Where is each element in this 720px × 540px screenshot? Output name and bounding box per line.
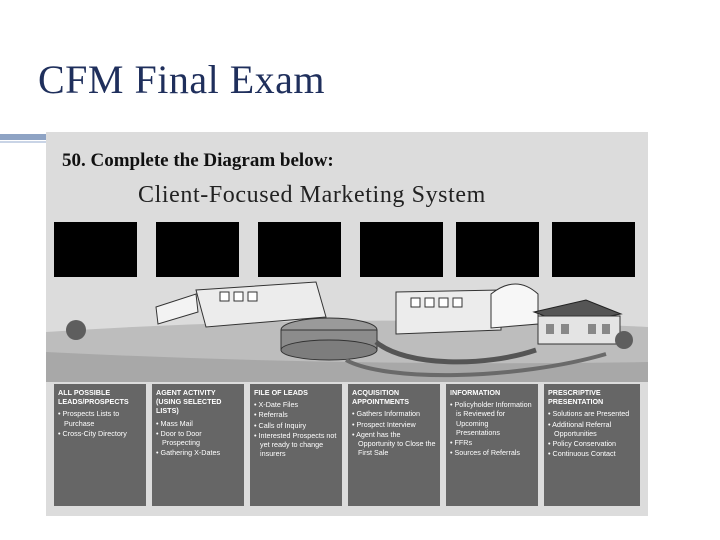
- stage-item: Interested Prospects not yet ready to ch…: [254, 431, 338, 459]
- stage-item: Mass Mail: [156, 419, 240, 428]
- pipe: [374, 340, 537, 365]
- tree: [615, 331, 633, 349]
- silo: [490, 283, 539, 329]
- stage-column: Prescriptive Presentation Solutions are …: [544, 384, 640, 506]
- stage-column: Information Policyholder Information is …: [446, 384, 538, 506]
- tank: [280, 317, 378, 361]
- blank-answer-box: [360, 222, 443, 277]
- stage-item: Gathering X-Dates: [156, 448, 240, 457]
- processing-building: [395, 289, 502, 335]
- stage-item: Solutions are Presented: [548, 409, 636, 418]
- pipe: [345, 352, 607, 378]
- title-rule: [0, 134, 54, 140]
- title-rule-accent: [0, 141, 54, 143]
- tree: [66, 320, 86, 340]
- stage-item: Gathers Information: [352, 409, 436, 418]
- intake-building: [195, 281, 327, 328]
- stage-item: Sources of Referrals: [450, 448, 534, 457]
- house: [532, 299, 623, 345]
- stage-heading: Agent Activity (Using Selected Lists): [156, 388, 222, 416]
- process-illustration: [46, 281, 648, 382]
- stage-item: Agent has the Opportunity to Close the F…: [352, 430, 436, 458]
- diagram-title: Client-Focused Marketing System: [138, 182, 486, 208]
- stage-item: Continuous Contact: [548, 449, 636, 458]
- stage-item: Policy Conservation: [548, 439, 636, 448]
- stage-item: Door to Door Prospecting: [156, 429, 240, 447]
- slide-title: CFM Final Exam: [38, 57, 326, 102]
- stage-column: Agent Activity (Using Selected Lists) Ma…: [152, 384, 244, 506]
- stage-item: Additional Referral Opportunities: [548, 420, 636, 438]
- stage-item: Cross-City Directory: [58, 429, 142, 438]
- stage-column: Acquisition Appointments Gathers Informa…: [348, 384, 440, 506]
- stage-item: Calls of Inquiry: [254, 421, 338, 430]
- stage-item: Policyholder Information is Reviewed for…: [450, 400, 534, 437]
- stage-heading: Information: [450, 388, 501, 397]
- blank-answer-box: [156, 222, 239, 277]
- blank-answer-box: [258, 222, 341, 277]
- blank-answer-box: [54, 222, 137, 277]
- stage-heading: All Possible Leads/Prospects: [58, 388, 129, 407]
- stage-column: File of Leads X-Date Files Referrals Cal…: [250, 384, 342, 506]
- stage-item: Prospect Interview: [352, 420, 436, 429]
- stage-heading: File of Leads: [254, 388, 308, 397]
- stage-columns: All Possible Leads/Prospects Prospects L…: [54, 384, 640, 508]
- stage-column: All Possible Leads/Prospects Prospects L…: [54, 384, 146, 506]
- blank-answer-box: [456, 222, 539, 277]
- stage-heading: Acquisition Appointments: [352, 388, 410, 407]
- chute: [155, 293, 199, 325]
- stage-item: Referrals: [254, 410, 338, 419]
- question-prompt: 50. Complete the Diagram below:: [62, 150, 334, 171]
- stage-item: Prospects Lists to Purchase: [58, 409, 142, 427]
- blank-answer-box: [552, 222, 635, 277]
- stage-item: X-Date Files: [254, 400, 338, 409]
- diagram-figure: 50. Complete the Diagram below: Client-F…: [46, 132, 648, 516]
- stage-item: FFRs: [450, 438, 534, 447]
- stage-heading: Prescriptive Presentation: [548, 388, 604, 407]
